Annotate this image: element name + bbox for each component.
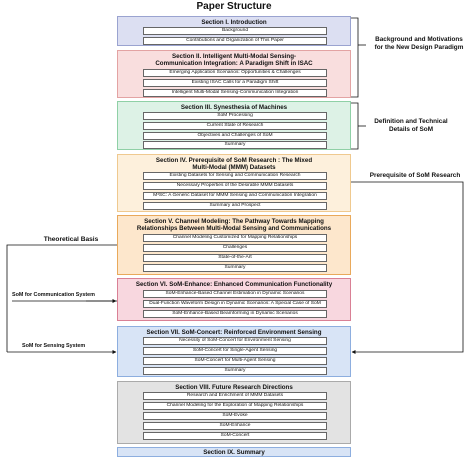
list-item: SoM-Evoke <box>143 412 327 420</box>
list-item: Channel Modeling Customized for Mapping … <box>143 234 327 242</box>
list-item: Existing Datasets for Sensing and Commun… <box>143 172 327 180</box>
section-4: Section IV. Prerequisite of SoM Research… <box>117 154 351 212</box>
section-2: Section II. Intelligent Multi-Modal Sens… <box>117 50 351 98</box>
list-item: Summary <box>143 141 327 149</box>
list-item: SoM-Enhance-Based Channel Estimation in … <box>143 290 327 298</box>
list-item: SoM-Concert for Multi-Agent Sensing <box>143 357 327 365</box>
section-8: Section VIII. Future Research Directions… <box>117 381 351 444</box>
list-item: Intelligent Multi-Modal Sensing-Communic… <box>143 89 327 97</box>
list-item: Summary <box>143 367 327 375</box>
annotation-theoretical: Theoretical Basis <box>43 236 99 243</box>
list-item: Current State of Research <box>143 122 327 130</box>
section-title: Section VII. SoM-Concert: Reinforced Env… <box>146 329 322 336</box>
list-item: Necessary Properties of the Desirable MM… <box>143 182 327 190</box>
list-item: Challenges <box>143 244 327 252</box>
list-item: SoM-Enhance-Based Beamforming in Dynamic… <box>143 310 327 318</box>
list-item: Background <box>143 27 327 35</box>
list-item: Existing ISAC Calls for a Paradigm Shift <box>143 79 327 87</box>
list-item: Research and Enrichment of MMM Datasets <box>143 392 327 400</box>
list-item: SoM Processing <box>143 112 327 120</box>
prerequisite-arrow <box>351 181 464 354</box>
section-1: Section I. Introduction Background Contr… <box>117 16 351 46</box>
list-item: Necessity of SoM-Concert for Environment… <box>143 337 327 345</box>
annotation-sensing-system: SoM for Sensing System <box>22 343 86 349</box>
list-item: SoM-Enhance <box>143 422 327 430</box>
list-item: Summary and Prospect <box>143 202 327 210</box>
bracket-definition <box>351 102 359 150</box>
list-item: State-of-the-Art <box>143 254 327 262</box>
page-title: Paper Structure <box>196 1 272 12</box>
list-item: Summary <box>143 264 327 272</box>
section-title: Section VIII. Future Research Directions <box>175 384 293 391</box>
list-item: Objectives and Challenges of SoM <box>143 132 327 140</box>
annotation-prerequisite: Prerequisite of SoM Research <box>362 172 468 180</box>
section-title: Section IV. Prerequisite of SoM Research… <box>155 157 313 172</box>
list-item: Emerging Application Scenarios: Opportun… <box>143 69 327 77</box>
section-title: Section II. Intelligent Multi-Modal Sens… <box>155 53 313 68</box>
section-9: Section IX. Summary <box>117 447 351 457</box>
section-7: Section VII. SoM-Concert: Reinforced Env… <box>117 326 351 377</box>
section-title: Section I. Introduction <box>201 19 267 26</box>
section-5: Section V. Channel Modeling: The Pathway… <box>117 215 351 275</box>
bracket-background <box>351 17 359 98</box>
list-item: Contributions and Organization of This P… <box>143 37 327 45</box>
list-item: Channel Modeling for the Exploration of … <box>143 402 327 410</box>
section-title: Section V. Channel Modeling: The Pathway… <box>136 218 332 233</box>
section-3: Section III. Synesthesia of Machines SoM… <box>117 101 351 150</box>
list-item: M³SC: A Generic Dataset for MMM Sensing … <box>143 192 327 200</box>
annotation-comm-system: SoM for Communication System <box>12 292 95 298</box>
section-title: Section III. Synesthesia of Machines <box>180 104 288 111</box>
section-title: Section VI. SoM-Enhance: Enhanced Commun… <box>135 281 333 288</box>
section-title: Section IX. Summary <box>203 449 265 456</box>
list-item: Dual-Function Waveform Design in Dynamic… <box>143 300 327 308</box>
theoretical-basis-link <box>6 244 117 352</box>
list-item: SoM-Concert <box>143 432 327 440</box>
list-item: SoM-Concert for Single-Agent Sensing <box>143 347 327 355</box>
section-6: Section VI. SoM-Enhance: Enhanced Commun… <box>117 278 351 321</box>
